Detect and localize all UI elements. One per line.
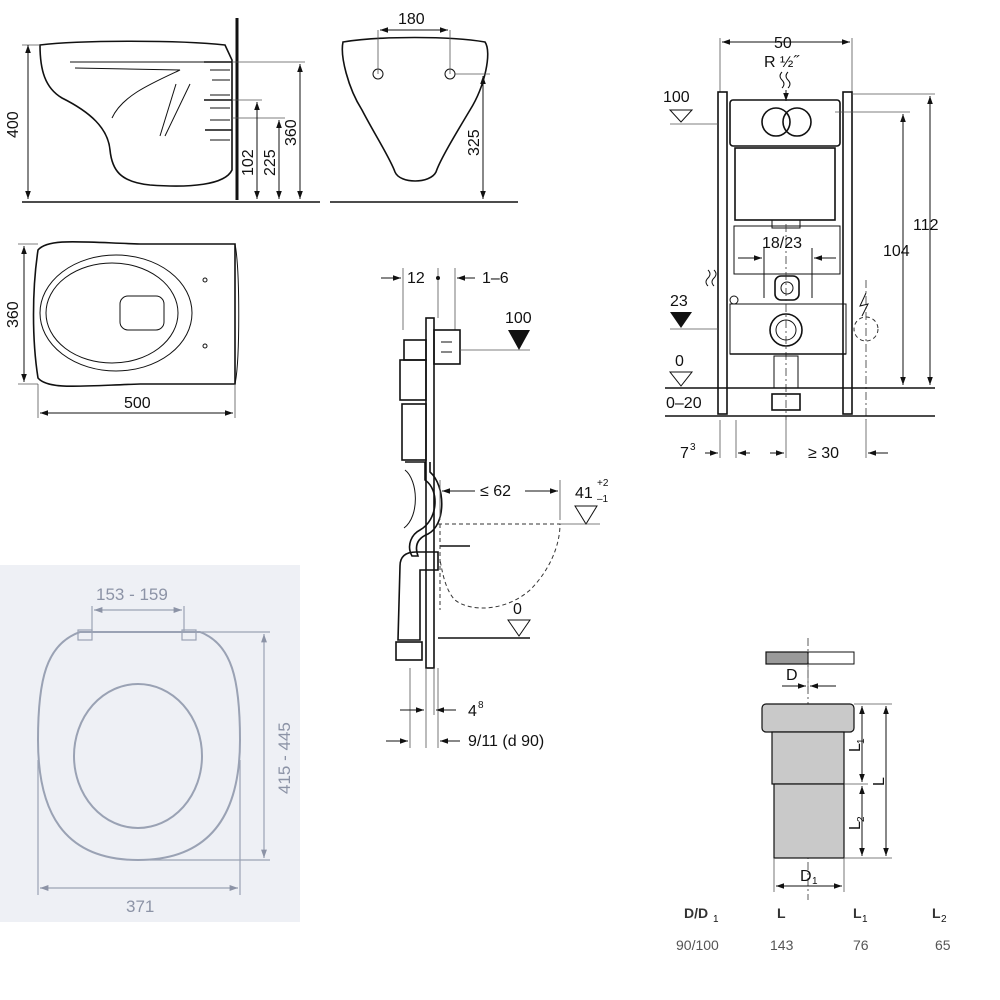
seat-length-label: 415 - 445 xyxy=(275,722,294,794)
connector-d-label: D xyxy=(786,667,798,684)
rim-tol-plus: +2 xyxy=(597,478,609,489)
toilet-side-view: 400 102 225 360 xyxy=(5,18,320,203)
toilet-top-view: 360 500 xyxy=(5,240,240,418)
table-header-2: L xyxy=(777,905,786,921)
wall-note-label: 9/11 (d 90) xyxy=(468,733,544,750)
table-cell-2: 143 xyxy=(770,937,794,953)
min-spacing-label: ≥ 30 xyxy=(808,445,839,462)
connector-l2-sub: 2 xyxy=(856,816,867,822)
table-cell-3: 76 xyxy=(853,937,869,953)
frame-side-top-level: 100 xyxy=(505,310,532,327)
projection-label: ≤ 62 xyxy=(480,483,511,500)
table-header-1: D/D xyxy=(684,905,708,921)
seat-hinge-label: 153 - 159 xyxy=(96,585,168,604)
rim-tol-minus: –1 xyxy=(597,494,609,505)
rim-level-label: 41 xyxy=(575,485,593,502)
frame-front-view: 50 R ½˝ 18/23 112 104 100 xyxy=(663,35,939,462)
table-header-4: L xyxy=(932,905,941,921)
thread-label: R ½˝ xyxy=(764,54,800,71)
wall-offset-sup: 8 xyxy=(478,700,484,711)
dim-width-label: 360 xyxy=(5,301,22,328)
frame-cistern-height-label: 112 xyxy=(913,217,939,234)
dim-fix-height-label: 360 xyxy=(283,119,300,146)
connector-view: D L 1 L 2 L D 1 D/D 1 L L 1 L 2 90/100 1… xyxy=(676,638,951,953)
table-cell-4: 65 xyxy=(935,937,951,953)
toilet-front-view: 180 325 xyxy=(330,11,518,203)
level-top-label: 100 xyxy=(663,89,690,106)
frame-side-view: 12 1–6 100 ≤ 62 41 +2 –1 0 xyxy=(381,268,609,750)
side-floor-level-label: 0 xyxy=(513,601,522,618)
dim-outlet-2-label: 225 xyxy=(262,149,279,176)
connector-d1-sub: 1 xyxy=(812,876,818,887)
table-cell-1: 90/100 xyxy=(676,937,719,953)
table-header-3-sub: 1 xyxy=(862,914,868,925)
leg-dim-sup: 3 xyxy=(690,442,696,453)
dim-fix-spacing-label: 180 xyxy=(398,11,425,28)
connector-l1-label: L xyxy=(847,743,864,752)
seat-view: 153 - 159 415 - 445 371 xyxy=(0,565,300,922)
frame-height-label: 104 xyxy=(883,243,910,260)
frame-depth-label: 12 xyxy=(407,270,425,287)
level-outlet-label: 23 xyxy=(670,293,688,310)
dim-fix-height-front-label: 325 xyxy=(466,129,483,156)
floor-range-label: 0–20 xyxy=(666,395,702,412)
connector-d1-label: D xyxy=(800,868,812,885)
dim-height-label: 400 xyxy=(5,111,22,138)
connector-l-label: L xyxy=(871,777,888,786)
table-header-3: L xyxy=(853,905,862,921)
bolt-spacing-label: 18/23 xyxy=(762,235,802,252)
connector-l2-label: L xyxy=(847,821,864,830)
table-header-1-sub: 1 xyxy=(713,914,719,925)
frame-width-label: 50 xyxy=(774,35,792,52)
dim-length-label: 500 xyxy=(124,395,151,412)
level-floor-label: 0 xyxy=(675,353,684,370)
connector-l1-sub: 1 xyxy=(856,738,867,744)
dim-outlet-1-label: 102 xyxy=(240,149,257,176)
table-header-4-sub: 2 xyxy=(941,914,947,925)
wall-offset-label: 4 xyxy=(468,703,477,720)
leg-dim-label: 7 xyxy=(680,445,689,462)
seat-width-label: 371 xyxy=(126,897,154,916)
frame-gap-label: 1–6 xyxy=(482,270,509,287)
